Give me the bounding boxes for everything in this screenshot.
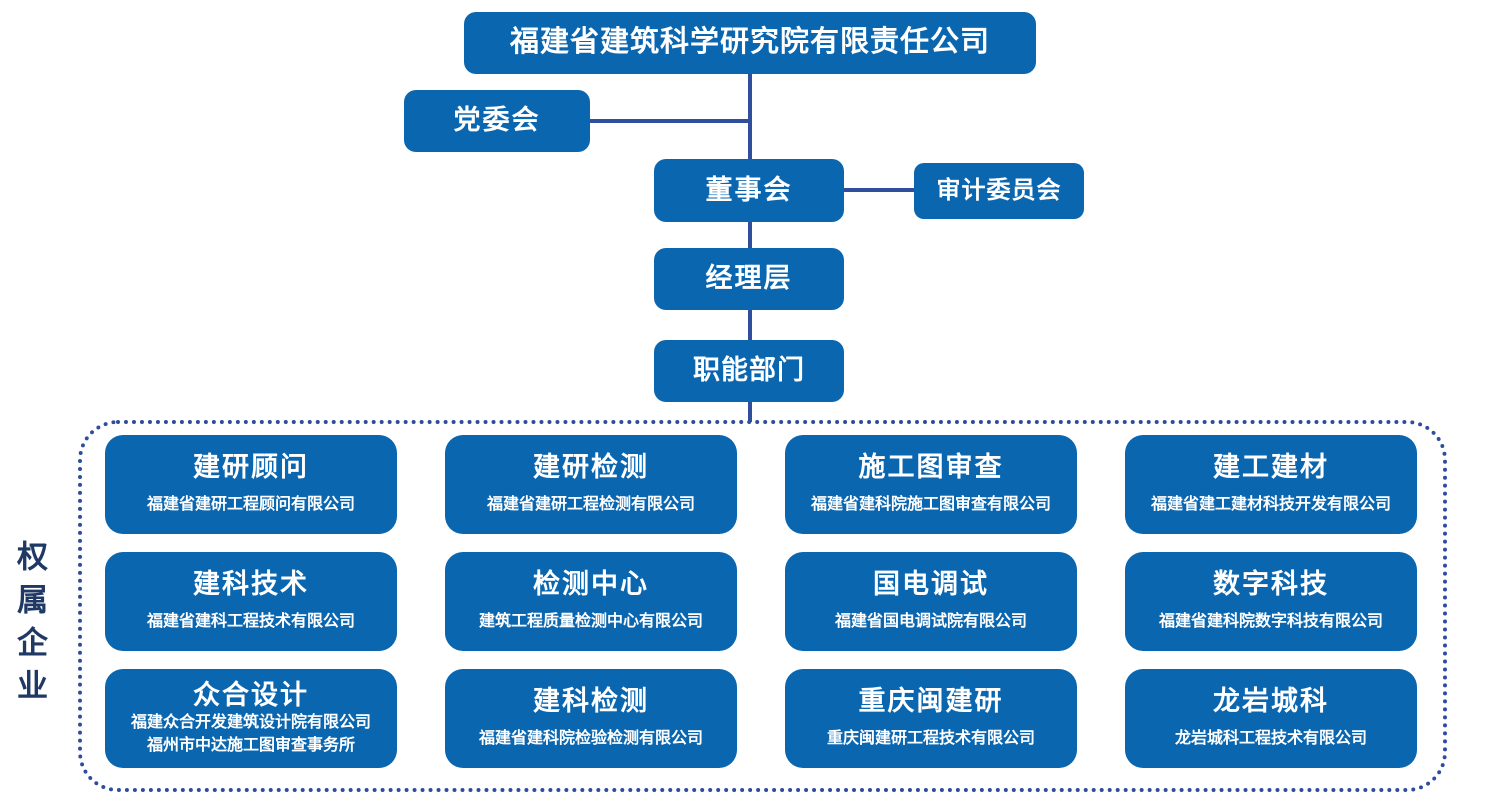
subsidiary-company-name: 福建省国电调试院有限公司: [834, 612, 1027, 630]
node-board: 董事会: [654, 159, 844, 222]
node-root-company: 福建省建筑科学研究院有限责任公司: [464, 12, 1036, 74]
subsidiary-company-name: 福建省建科院数字科技有限公司: [1158, 612, 1383, 630]
subsidiary-title: 建研顾问: [193, 452, 309, 483]
connector-root-to-board: [748, 74, 752, 159]
subsidiary-company-name: 福州市中达施工图审查事务所: [146, 736, 355, 754]
subsidiary-box-chongqing-minjianyan: 重庆闽建研 重庆闽建研工程技术有限公司: [785, 669, 1077, 768]
node-departments: 职能部门: [654, 340, 844, 402]
subsidiary-box-jianke-jishu: 建科技术 福建省建科工程技术有限公司: [105, 552, 397, 651]
subsidiary-box-guodian-tiaoshi: 国电调试 福建省国电调试院有限公司: [785, 552, 1077, 651]
subsidiaries-group-label: 权属企业: [12, 540, 47, 712]
subsidiary-title: 建研检测: [533, 452, 649, 483]
subsidiary-company-name: 福建众合开发建筑设计院有限公司: [130, 713, 371, 731]
subsidiary-title: 龙岩城科: [1213, 686, 1329, 717]
subsidiary-title: 建科技术: [193, 569, 309, 600]
subsidiary-company-name: 福建省建科工程技术有限公司: [146, 612, 355, 630]
subsidiary-company-name: 建筑工程质量检测中心有限公司: [478, 612, 703, 630]
subsidiaries-dotted-frame: [78, 420, 1447, 792]
subsidiary-title: 建科检测: [533, 686, 649, 717]
node-audit-committee: 审计委员会: [914, 163, 1084, 219]
subsidiary-box-jianke-jiance: 建科检测 福建省建科院检验检测有限公司: [445, 669, 737, 768]
subsidiary-company-name: 福建省建研工程顾问有限公司: [146, 495, 355, 513]
node-management: 经理层: [654, 248, 844, 310]
subsidiary-company-name: 福建省建研工程检测有限公司: [486, 495, 695, 513]
subsidiary-company-name: 龙岩城科工程技术有限公司: [1174, 729, 1367, 747]
subsidiaries-grid: 建研顾问 福建省建研工程顾问有限公司 建研检测 福建省建研工程检测有限公司 施工…: [105, 435, 1417, 768]
subsidiary-box-shuzi-keji: 数字科技 福建省建科院数字科技有限公司: [1125, 552, 1417, 651]
subsidiary-title: 众合设计: [193, 679, 309, 710]
subsidiary-title: 数字科技: [1213, 569, 1329, 600]
subsidiary-title: 检测中心: [533, 569, 649, 600]
subsidiary-box-jiance-zhongxin: 检测中心 建筑工程质量检测中心有限公司: [445, 552, 737, 651]
connector-management-to-departments: [748, 310, 752, 340]
subsidiary-company-name: 福建省建工建材科技开发有限公司: [1150, 495, 1391, 513]
subsidiary-company-name: 重庆闽建研工程技术有限公司: [826, 729, 1035, 747]
subsidiary-company-name: 福建省建科院施工图审查有限公司: [810, 495, 1051, 513]
subsidiary-company-name: 福建省建科院检验检测有限公司: [478, 729, 703, 747]
connector-party-committee: [590, 119, 750, 123]
connector-board-to-management: [748, 222, 752, 248]
subsidiary-box-jiangong-jiancai: 建工建材 福建省建工建材科技开发有限公司: [1125, 435, 1417, 534]
subsidiary-box-shigongtu-shencha: 施工图审查 福建省建科院施工图审查有限公司: [785, 435, 1077, 534]
connector-departments-to-subsidiaries: [748, 402, 752, 422]
node-party-committee: 党委会: [404, 90, 590, 152]
connector-audit-committee: [844, 188, 914, 192]
subsidiary-box-zhonghe-sheji: 众合设计 福建众合开发建筑设计院有限公司 福州市中达施工图审查事务所: [105, 669, 397, 768]
subsidiary-box-longyan-chengke: 龙岩城科 龙岩城科工程技术有限公司: [1125, 669, 1417, 768]
subsidiary-title: 施工图审查: [858, 452, 1004, 483]
subsidiary-title: 建工建材: [1213, 452, 1329, 483]
subsidiary-title: 国电调试: [873, 569, 989, 600]
subsidiary-box-jianyan-jiance: 建研检测 福建省建研工程检测有限公司: [445, 435, 737, 534]
subsidiary-title: 重庆闽建研: [858, 686, 1004, 717]
subsidiary-box-jianyan-guwen: 建研顾问 福建省建研工程顾问有限公司: [105, 435, 397, 534]
